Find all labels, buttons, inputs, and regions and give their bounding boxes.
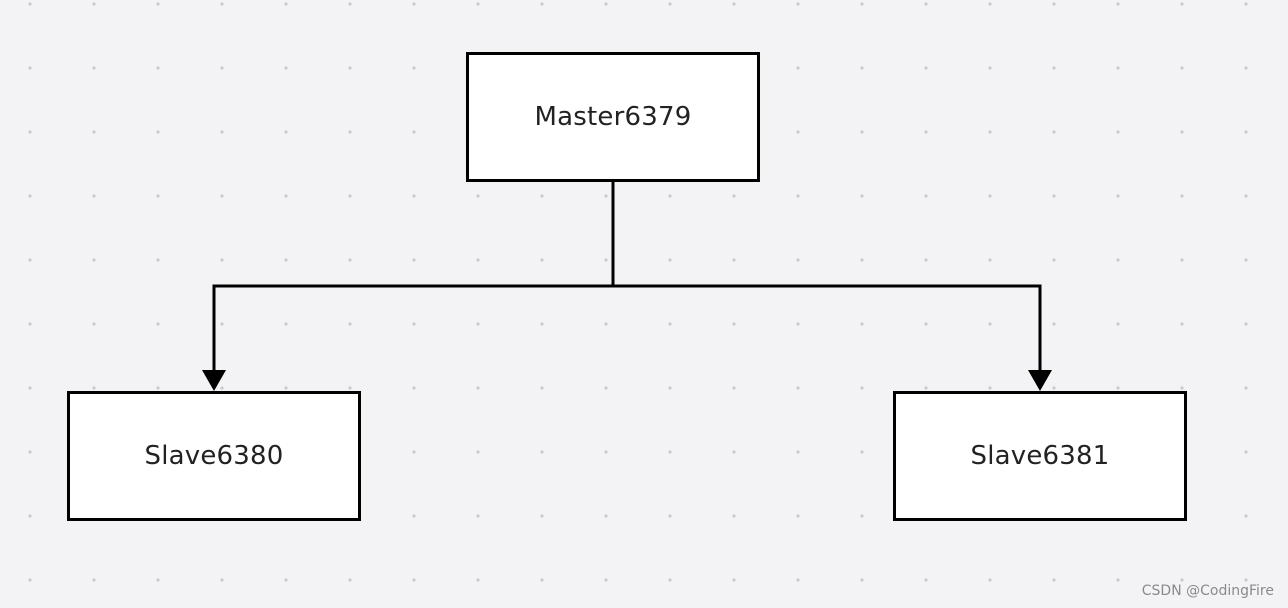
- arrowhead-slave6381: [1028, 370, 1052, 391]
- node-label: Slave6380: [144, 441, 284, 471]
- arrowhead-slave6380: [202, 370, 226, 391]
- node-slave6380[interactable]: Slave6380: [67, 391, 361, 521]
- node-master6379[interactable]: Master6379: [466, 52, 760, 182]
- node-slave6381[interactable]: Slave6381: [893, 391, 1187, 521]
- watermark-text: CSDN @CodingFire: [1141, 583, 1274, 599]
- node-label: Master6379: [534, 102, 692, 132]
- node-label: Slave6381: [970, 441, 1110, 471]
